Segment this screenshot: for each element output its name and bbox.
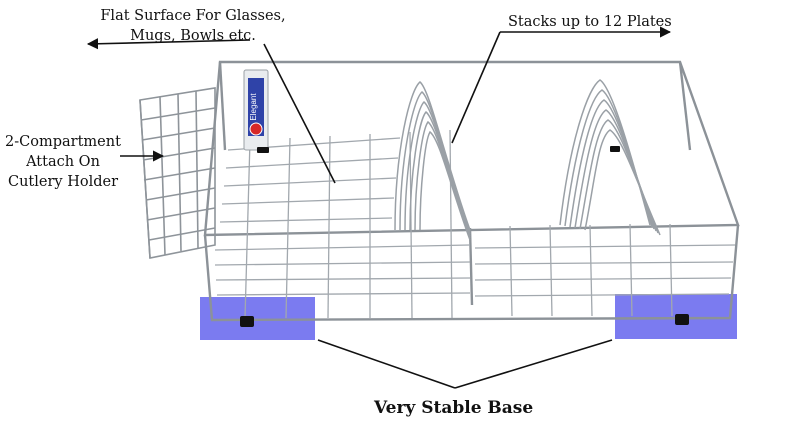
arrow-flat-surface-left [86, 38, 251, 50]
flat-surface-line2: Mugs, Bowls etc. [130, 28, 256, 44]
arrow-stacks-pointer [451, 31, 501, 144]
brand-tag-text: Elegant [249, 93, 258, 121]
cutlery-holder-label: 2-Compartment Attach On Cutlery Holder [0, 132, 126, 192]
cutlery-line2: Attach On [26, 154, 100, 170]
flat-surface-label: Flat Surface For Glasses, Mugs, Bowls et… [88, 6, 298, 46]
right-base-grid [474, 223, 736, 317]
arrow-base-left [317, 339, 456, 389]
flat-surface-line1: Flat Surface For Glasses, [100, 8, 286, 24]
cutlery-holder-basket [139, 87, 216, 259]
cutlery-line1: 2-Compartment [5, 134, 121, 150]
stacks-label: Stacks up to 12 Plates [508, 14, 672, 30]
plate-rack-left [394, 81, 471, 241]
flat-surface-grid [214, 129, 471, 319]
brand-tag: Elegant [243, 69, 269, 151]
callout-arrows [86, 26, 672, 389]
cutlery-line3: Cutlery Holder [7, 174, 119, 190]
rack-frame [203, 60, 740, 322]
foot-right [675, 314, 689, 325]
rubber-feet [240, 146, 689, 327]
arrow-base-right [454, 339, 613, 389]
plate-rack-right [559, 79, 661, 236]
foot-clip-left [257, 147, 269, 153]
stable-base-label: Very Stable Base [374, 398, 534, 418]
arrow-flat-surface-pointer [263, 43, 336, 184]
brand-logo-icon [249, 122, 263, 136]
foot-clip-right [610, 146, 620, 152]
foot-left [240, 316, 254, 327]
